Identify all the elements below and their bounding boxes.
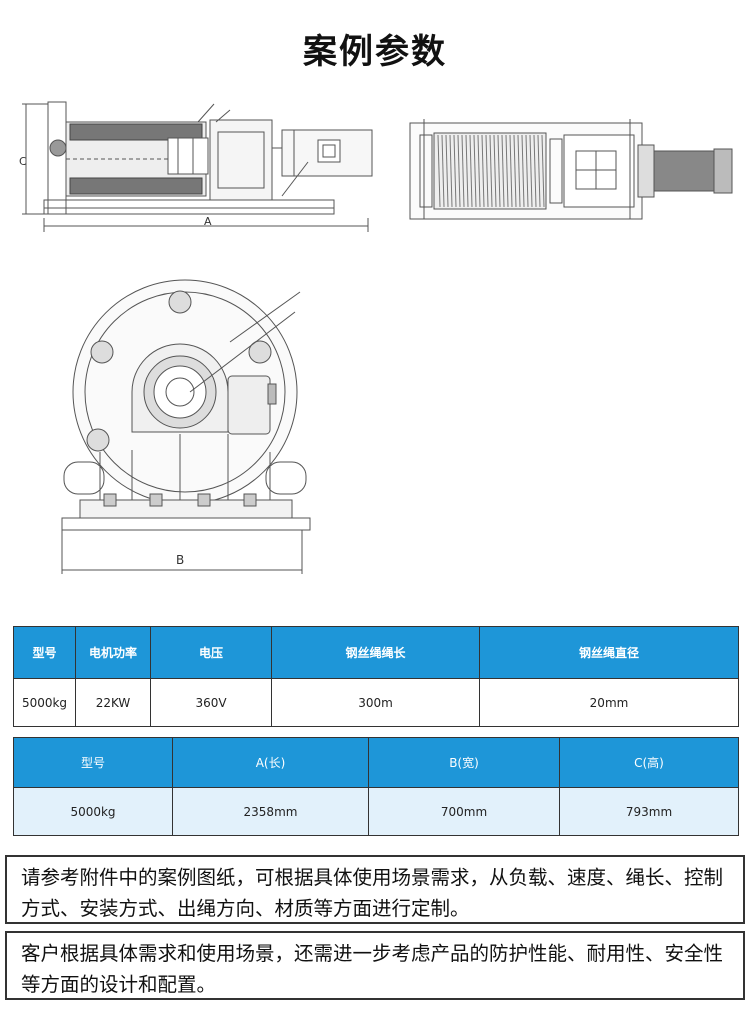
design-note: 客户根据具体需求和使用场景，还需进一步考虑产品的防护性能、耐用性、安全性等方面的… (5, 931, 745, 1000)
header-length-a: A(长) (172, 737, 369, 788)
header-motor-power: 电机功率 (75, 626, 151, 679)
header-height-c: C(高) (559, 737, 739, 788)
cell-width-b: 700mm (368, 787, 560, 836)
dimension-b-label: B (176, 553, 184, 567)
dimension-spec-table: 型号 A(长) B(宽) C(高) 5000kg 2358mm 700mm 79… (13, 737, 739, 836)
table-header-row: 型号 电机功率 电压 钢丝绳绳长 钢丝绳直径 (13, 626, 739, 679)
motor-spec-table: 型号 电机功率 电压 钢丝绳绳长 钢丝绳直径 5000kg 22KW 360V … (13, 626, 739, 727)
cell-voltage: 360V (150, 678, 272, 727)
header-width-b: B(宽) (368, 737, 560, 788)
cell-rope-diameter: 20mm (479, 678, 739, 727)
dimension-c-label: C (19, 155, 27, 168)
header-voltage: 电压 (150, 626, 272, 679)
page-title: 案例参数 (303, 32, 447, 72)
end-view-drawing: B (61, 279, 311, 574)
table-header-row: 型号 A(长) B(宽) C(高) (13, 737, 739, 788)
header-rope-diameter: 钢丝绳直径 (479, 626, 739, 679)
cell-model: 5000kg (13, 678, 76, 727)
dimension-a-label: A (204, 215, 212, 228)
cell-rope-length: 300m (271, 678, 480, 727)
cell-motor-power: 22KW (75, 678, 151, 727)
customization-note: 请参考附件中的案例图纸，可根据具体使用场景需求，从负载、速度、绳长、控制方式、安… (5, 855, 745, 924)
header-model: 型号 (13, 737, 173, 788)
side-view-drawing: C A (19, 101, 373, 232)
cell-length-a: 2358mm (172, 787, 369, 836)
table-row: 5000kg 2358mm 700mm 793mm (13, 787, 739, 836)
cell-height-c: 793mm (559, 787, 739, 836)
top-view-drawing (409, 119, 733, 220)
cell-model: 5000kg (13, 787, 173, 836)
table-row: 5000kg 22KW 360V 300m 20mm (13, 678, 739, 727)
header-model: 型号 (13, 626, 76, 679)
header-rope-length: 钢丝绳绳长 (271, 626, 480, 679)
